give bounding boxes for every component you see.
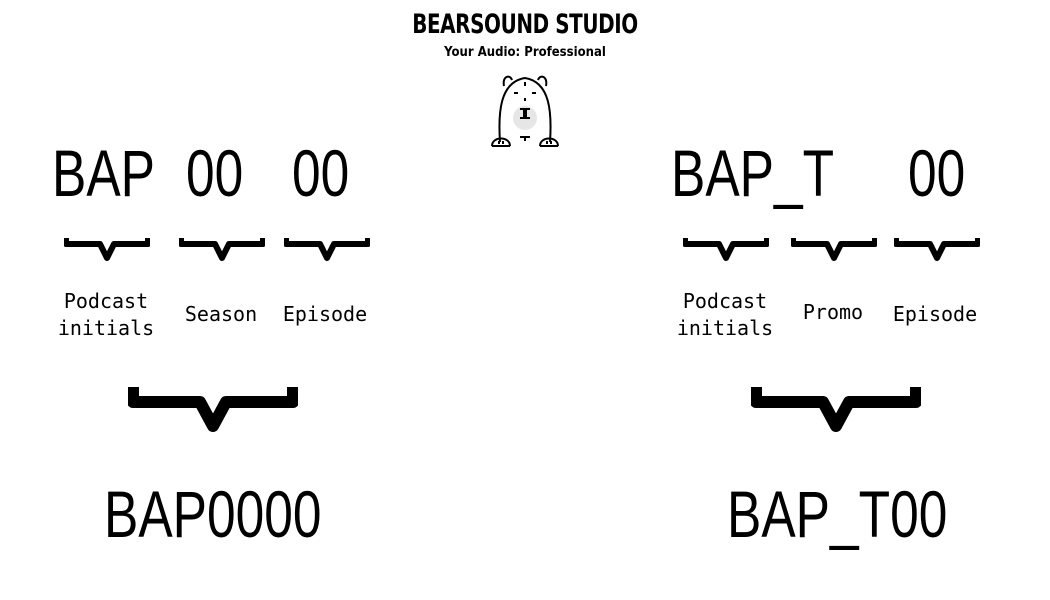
- label-episode: Episode: [282, 302, 368, 326]
- label-podcast-initials: Podcast initials: [57, 289, 155, 340]
- brace-initials-icon: [64, 238, 150, 261]
- promo-result-code: BAP_T00: [727, 477, 948, 551]
- brace-episode-icon: [284, 238, 370, 261]
- label-promo-podcast-initials: Podcast initials: [676, 289, 774, 340]
- brace-promo-icon: [791, 238, 877, 261]
- episode-result-code: BAP0000: [104, 477, 322, 551]
- bear-mascot-icon: [490, 72, 560, 152]
- label-promo: Promo: [802, 300, 864, 324]
- promo-code-initials: BAP_T: [671, 136, 835, 210]
- episode-code-initials: BAP: [52, 136, 156, 210]
- episode-code-episode: 00: [292, 136, 350, 210]
- label-season: Season: [184, 302, 258, 326]
- brand-tagline: Your Audio: Professional: [444, 45, 606, 60]
- episode-code-season: 00: [186, 136, 244, 210]
- brace-season-icon: [179, 238, 265, 261]
- label-promo-episode: Episode: [892, 302, 978, 326]
- brand-title: BEARSOUND STUDIO: [412, 9, 638, 40]
- brace-combined-episode-icon: [128, 387, 298, 432]
- brace-promo-initials-icon: [683, 238, 769, 261]
- brace-combined-promo-icon: [751, 387, 921, 432]
- promo-code-episode: 00: [908, 136, 966, 210]
- brace-promo-episode-icon: [894, 238, 980, 261]
